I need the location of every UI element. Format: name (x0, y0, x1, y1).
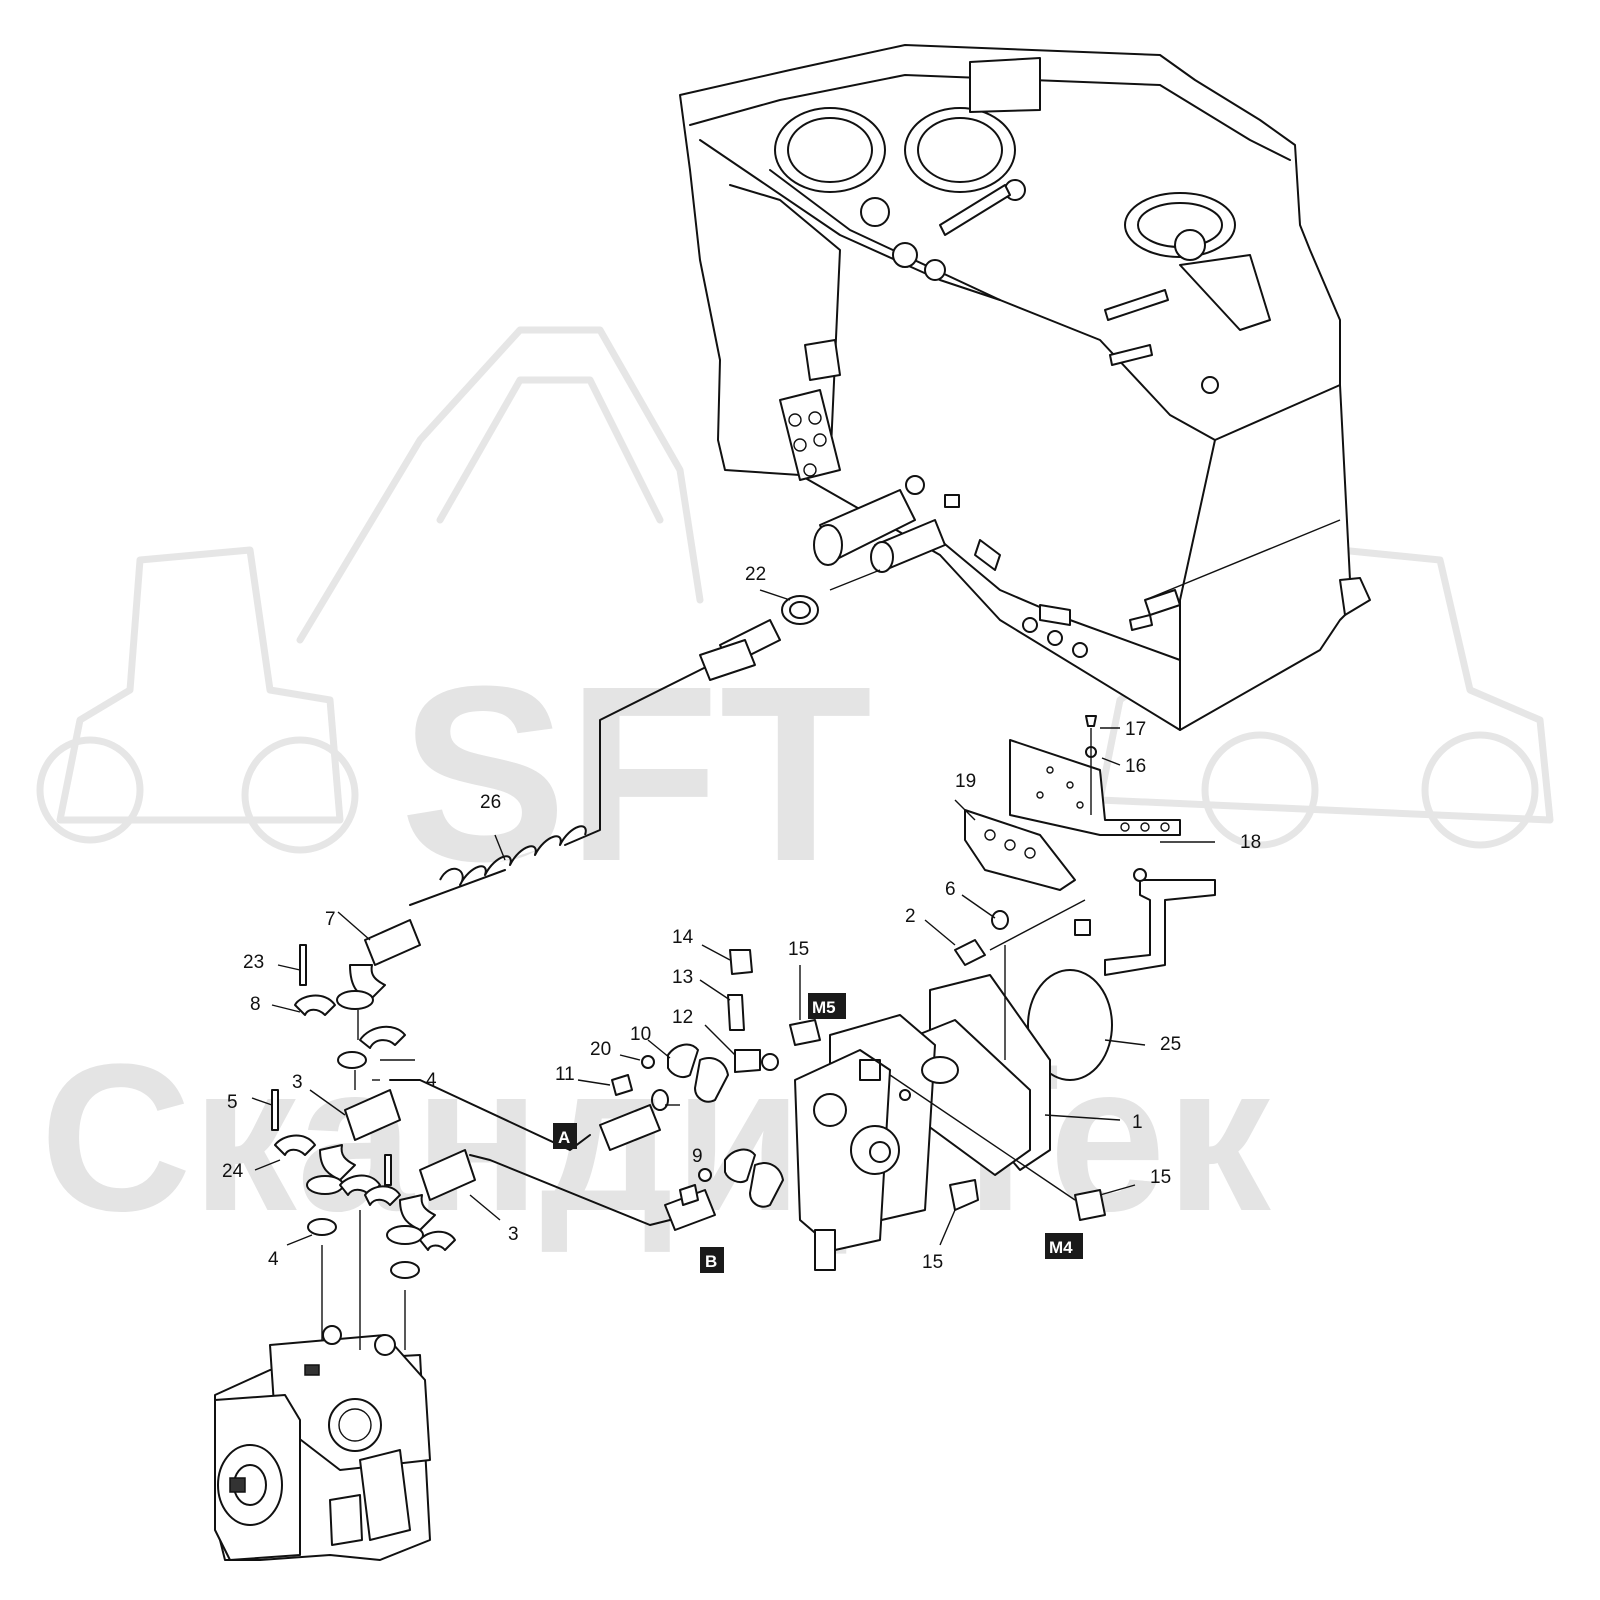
callout-4-upper: 4 (426, 1070, 437, 1091)
svg-text:M4: M4 (1049, 1238, 1073, 1257)
callout-5: 5 (227, 1092, 238, 1113)
callout-24: 24 (222, 1161, 244, 1182)
bracket-assembly (964, 715, 1216, 976)
callout-25: 25 (1160, 1034, 1181, 1055)
tag-m4: M4 (1045, 1233, 1083, 1259)
svg-text:M5: M5 (812, 998, 836, 1017)
callout-12: 12 (672, 1007, 693, 1028)
frame-tubes (813, 489, 946, 573)
tag-m5: M5 (808, 993, 846, 1019)
hydraulic-pump (214, 1325, 431, 1561)
port-tags: A B M5 M4 (553, 993, 1083, 1273)
callout-10: 10 (630, 1024, 651, 1045)
callout-labels: 1 2 3 3 4 4 5 6 7 8 9 10 11 12 13 14 15 … (222, 564, 1261, 1273)
callout-13: 13 (672, 967, 693, 988)
callout-4-lower: 4 (268, 1249, 279, 1270)
callout-6: 6 (945, 879, 956, 900)
callout-16: 16 (1125, 756, 1146, 777)
callout-3-lower: 3 (508, 1224, 519, 1245)
callout-20: 20 (590, 1039, 611, 1060)
leader-lines (251, 519, 1341, 1350)
callout-26: 26 (480, 792, 501, 813)
hydraulic-motor (794, 974, 1051, 1271)
callout-1: 1 (1132, 1112, 1143, 1133)
callout-9: 9 (692, 1146, 703, 1167)
callout-15-top: 15 (788, 939, 809, 960)
svg-text:A: A (558, 1128, 570, 1147)
callout-11: 11 (555, 1064, 575, 1085)
callout-17: 17 (1125, 719, 1146, 740)
chassis-frame (679, 44, 1371, 731)
callout-19: 19 (955, 771, 976, 792)
callout-2: 2 (905, 906, 916, 927)
callout-8: 8 (250, 994, 261, 1015)
svg-text:B: B (705, 1252, 717, 1271)
tag-a: A (553, 1123, 577, 1149)
callout-3-upper: 3 (292, 1072, 303, 1093)
callout-15-right: 15 (1150, 1167, 1171, 1188)
fittings (271, 910, 1106, 1279)
watermark-name: СкандирТек (40, 1020, 1272, 1255)
callout-18: 18 (1240, 832, 1261, 853)
callout-23: 23 (243, 952, 264, 973)
hose-guard-26 (439, 825, 587, 886)
o-ring-25 (1027, 969, 1113, 1081)
callout-22: 22 (745, 564, 766, 585)
callout-14: 14 (672, 927, 694, 948)
callout-7: 7 (325, 909, 336, 930)
tag-b: B (700, 1247, 724, 1273)
callout-15-bottom: 15 (922, 1252, 943, 1273)
